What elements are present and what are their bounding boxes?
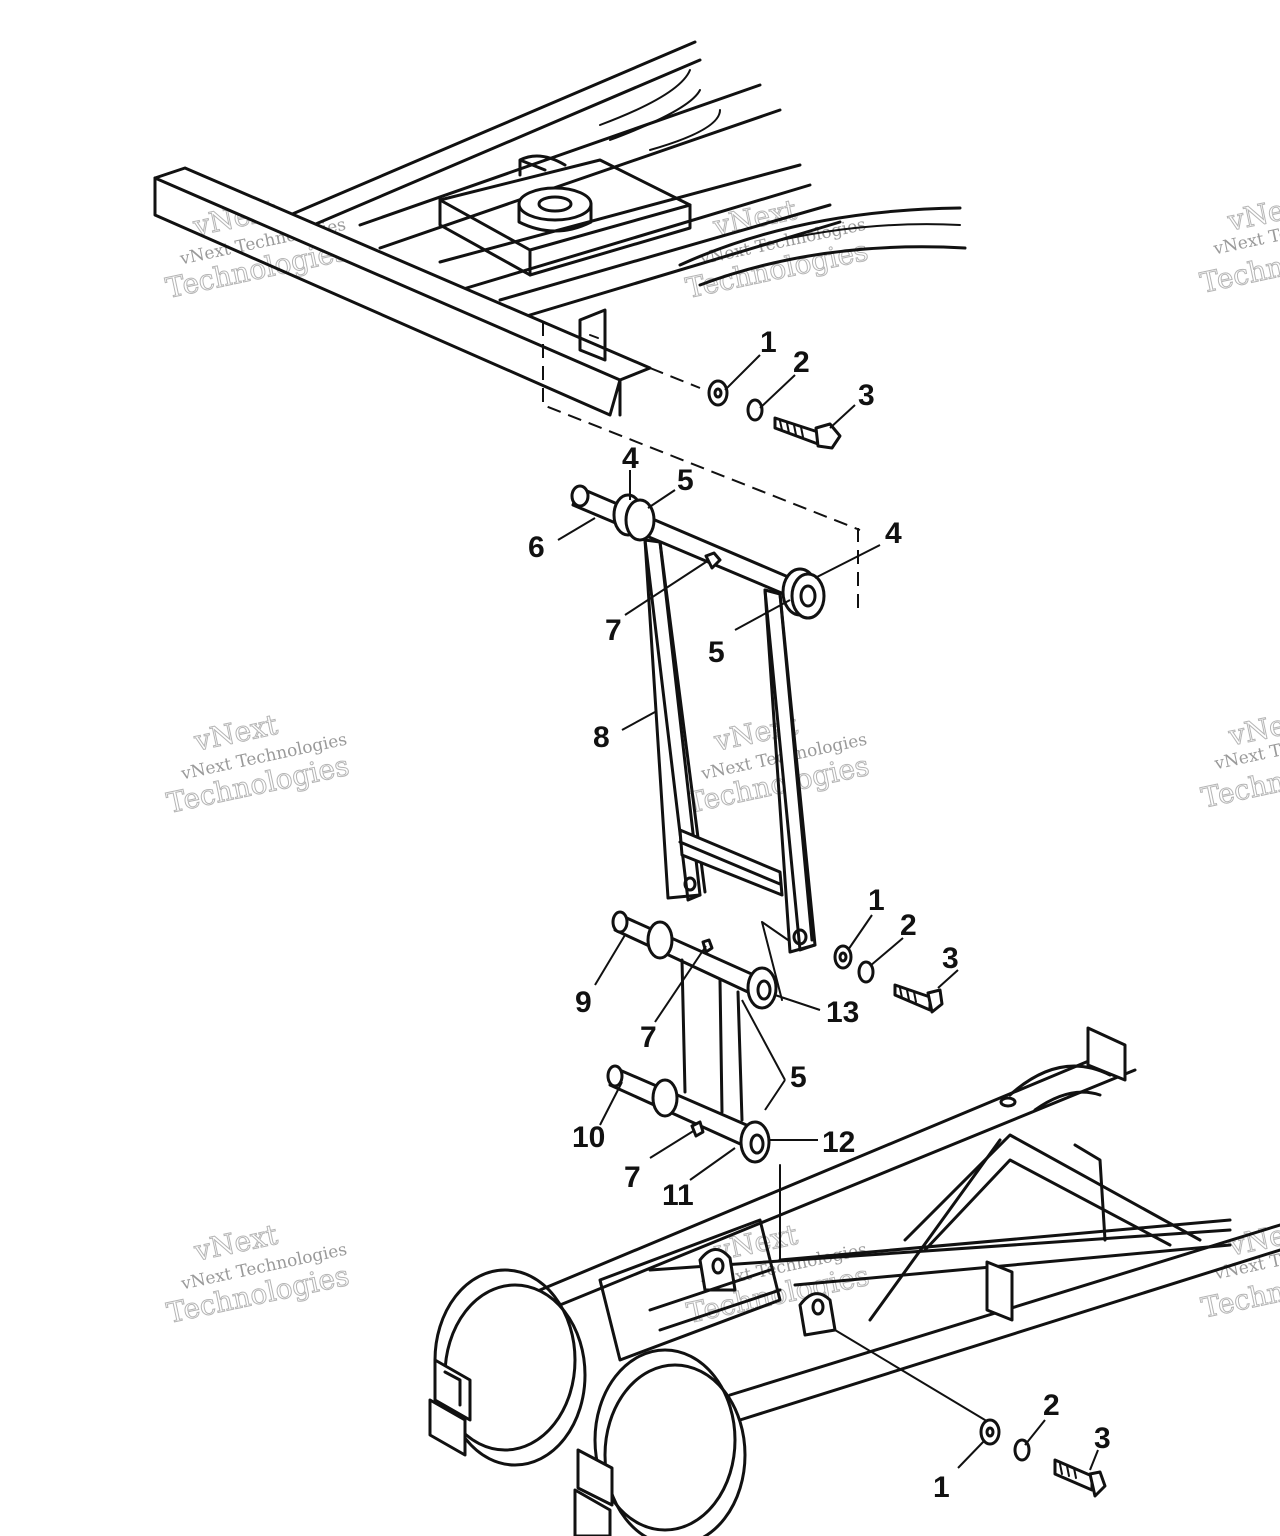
grease-fitting-7 <box>690 1120 705 1138</box>
callout-10: 10 <box>572 1121 605 1154</box>
bolt-3 <box>893 983 932 1012</box>
washer-1 <box>707 379 729 407</box>
watermark-bottom-right: vNext vNext Technologies Technologies <box>1198 1212 1280 1325</box>
middle-fastener-set <box>833 944 944 1014</box>
washer-1 <box>833 944 853 970</box>
callout-3-middle: 3 <box>942 942 959 975</box>
callout-13: 13 <box>826 996 859 1029</box>
front-hoop-right <box>593 1348 737 1532</box>
pivot-plate-left <box>698 1248 737 1292</box>
lock-washer-2 <box>746 398 764 422</box>
leader-lines <box>557 354 1099 1471</box>
callout-12: 12 <box>822 1126 855 1159</box>
top-fastener-set <box>707 379 842 450</box>
callout-6: 6 <box>528 531 545 564</box>
upper-frame <box>153 40 967 531</box>
callout-4-right: 4 <box>885 517 902 550</box>
lock-washer-2 <box>857 960 875 984</box>
bolt-3 <box>1053 1458 1094 1492</box>
bushing-5 <box>646 920 674 960</box>
callout-5-left: 5 <box>677 464 694 497</box>
callout-11: 11 <box>662 1179 694 1212</box>
bushing-5 <box>651 1078 679 1118</box>
grease-fitting-7 <box>704 551 722 570</box>
callout-1-top: 1 <box>760 326 777 359</box>
watermark-top-right: vNext vNext Technologies Technologies <box>1197 187 1280 300</box>
callout-2-bottom: 2 <box>1043 1389 1060 1422</box>
shaft-9 <box>613 913 767 1002</box>
callout-7-upper: 7 <box>605 614 622 647</box>
bushing-13 <box>746 966 778 1010</box>
swing-link-8 <box>643 538 817 1001</box>
callout-7-middle: 7 <box>640 1021 657 1054</box>
upper-pivot-assembly <box>570 484 859 620</box>
bottom-fastener-set <box>979 1418 1107 1498</box>
callout-labels: 1 2 3 4 5 6 4 7 5 8 1 2 3 9 13 7 5 10 12… <box>528 326 1111 1504</box>
callout-1-bottom: 1 <box>933 1471 950 1504</box>
bushing-5-left <box>624 498 656 542</box>
callout-3-top: 3 <box>858 379 875 412</box>
callout-1-middle: 1 <box>868 884 885 917</box>
rear-mount-tab <box>1086 1026 1127 1082</box>
callout-8: 8 <box>593 721 610 754</box>
mount-boss <box>517 186 593 222</box>
bolt-3 <box>773 416 820 446</box>
lower-shaft <box>606 1064 781 1261</box>
bushing-5-right <box>790 572 826 620</box>
watermark-mid-left: vNext vNext Technologies Technologies <box>163 707 352 820</box>
watermark-bottom-left: vNext vNext Technologies Technologies <box>163 1217 352 1330</box>
callout-9: 9 <box>575 986 592 1019</box>
washer-1 <box>979 1418 1001 1446</box>
callout-4-left: 4 <box>622 442 639 475</box>
callout-5-lower: 5 <box>790 1061 807 1094</box>
callout-2-top: 2 <box>793 346 810 379</box>
upper-shaft-6 <box>571 486 812 607</box>
lower-pivot-shaft <box>611 910 778 1122</box>
lower-slide-frame <box>428 1026 1280 1536</box>
callout-7-lower: 7 <box>624 1161 641 1194</box>
callout-2-middle: 2 <box>900 909 917 942</box>
watermark-mid-right: vNext vNext Technologies Technologies <box>1198 702 1280 815</box>
callout-3-bottom: 3 <box>1094 1422 1111 1455</box>
callout-5-right: 5 <box>708 636 725 669</box>
bushing-12 <box>739 1120 771 1164</box>
